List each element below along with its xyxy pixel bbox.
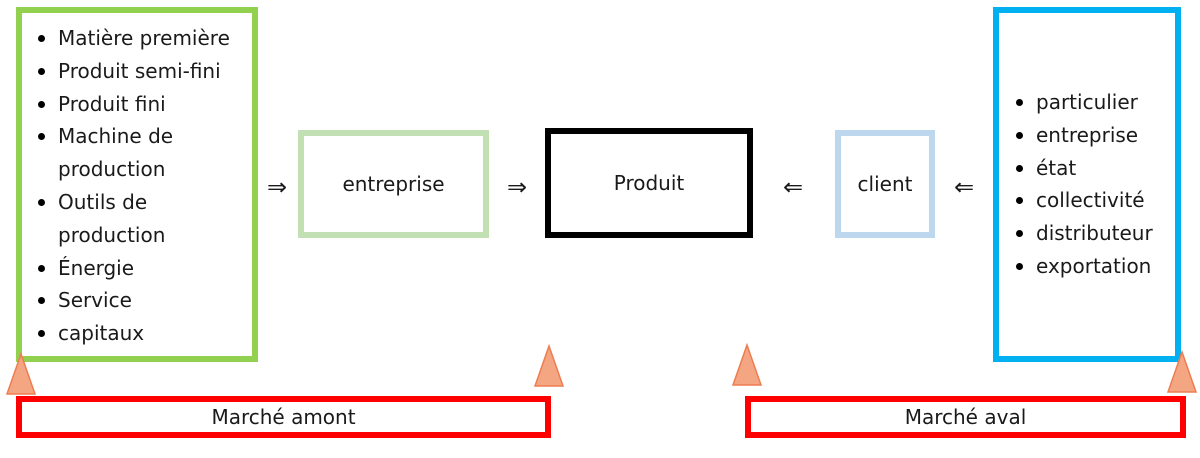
output-item: entreprise bbox=[1004, 119, 1179, 152]
input-item: Service bbox=[26, 284, 254, 317]
market-upstream-label: Marché amont bbox=[211, 405, 356, 429]
entreprise-box: entreprise bbox=[298, 130, 489, 238]
market-downstream-box: Marché aval bbox=[745, 396, 1186, 438]
client-label: client bbox=[857, 172, 913, 196]
output-item: exportation bbox=[1004, 250, 1179, 283]
output-item: particulier bbox=[1004, 86, 1179, 119]
inputs-list: Matière première Produit semi-fini Produ… bbox=[26, 22, 254, 350]
arrow-right-1: ⇒ bbox=[266, 173, 288, 201]
input-item: Outils de production bbox=[26, 186, 254, 252]
downstream-right-marker-icon bbox=[1166, 350, 1198, 393]
downstream-left-marker-icon bbox=[731, 343, 763, 386]
input-item: Énergie bbox=[26, 252, 254, 285]
entreprise-label: entreprise bbox=[342, 172, 445, 196]
input-item: capitaux bbox=[26, 317, 254, 350]
upstream-left-marker-icon bbox=[5, 352, 37, 395]
output-item: état bbox=[1004, 152, 1179, 185]
produit-box: Produit bbox=[545, 128, 753, 238]
output-item: collectivité bbox=[1004, 184, 1179, 217]
produit-label: Produit bbox=[613, 171, 685, 195]
arrow-left-2: ⇐ bbox=[953, 173, 975, 201]
client-box: client bbox=[835, 130, 935, 238]
inputs-box bbox=[16, 7, 258, 362]
arrow-right-2: ⇒ bbox=[506, 173, 528, 201]
output-item: distributeur bbox=[1004, 217, 1179, 250]
input-item: Machine de production bbox=[26, 120, 254, 186]
outputs-box bbox=[993, 7, 1181, 362]
market-downstream-label: Marché aval bbox=[904, 405, 1027, 429]
market-upstream-box: Marché amont bbox=[16, 396, 551, 438]
input-item: Produit semi-fini bbox=[26, 55, 254, 88]
outputs-list: particulier entreprise état collectivité… bbox=[1004, 86, 1179, 283]
upstream-right-marker-icon bbox=[533, 344, 565, 387]
input-item: Matière première bbox=[26, 22, 254, 55]
arrow-left-1: ⇐ bbox=[782, 173, 804, 201]
input-item: Produit fini bbox=[26, 88, 254, 121]
